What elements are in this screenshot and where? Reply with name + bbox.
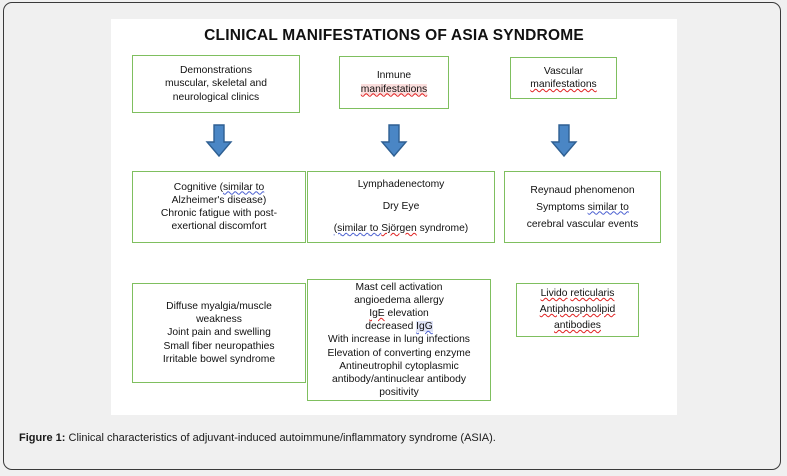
box-immune-line1: Inmune (376, 70, 412, 82)
arrow-immune-icon (380, 124, 408, 158)
box-vascular-detail-line1c: reticularis (570, 288, 615, 299)
page-title: CLINICAL MANIFESTATIONS OF ASIA SYNDROME (204, 27, 584, 44)
box-musculoskeletal-detail-line1: Diffuse myalgia/muscle (166, 300, 272, 312)
box-musculoskeletal-header: Demonstrations muscular, skeletal and ne… (132, 55, 300, 113)
box-musculoskeletal-detail-line5: Irritable bowel syndrome (162, 353, 276, 365)
diagram-panel: CLINICAL MANIFESTATIONS OF ASIA SYNDROME… (111, 19, 677, 415)
box-neurologic-line1b: similar to (223, 181, 265, 193)
box-musculoskeletal-details: Diffuse myalgia/muscle weakness Joint pa… (132, 283, 306, 383)
box-vascular-header: Vascular manifestations (510, 57, 617, 99)
box-lymphatic-line3b: Sjörgen (381, 223, 417, 234)
box-lymphatic-line3c: syndrome) (416, 223, 469, 234)
box-musculoskeletal-line3: neurological clinics (172, 91, 260, 103)
box-lymphatic-line3a: (similar to (333, 223, 382, 234)
figure-caption: Figure 1: Clinical characteristics of ad… (19, 431, 759, 445)
box-lymphatic-manifestations: Lymphadenectomy Dry Eye (similar to Sjör… (307, 171, 495, 243)
box-reynaud-manifestations: Reynaud phenomenon Symptoms similar to c… (504, 171, 661, 243)
box-immune-detail-line2: angioedema allergy (354, 294, 444, 306)
box-lymphatic-line1: Lymphadenectomy (357, 179, 445, 190)
box-neurologic-line4: exertional discomfort (171, 221, 267, 233)
box-vascular-details: Livido reticularis Antiphospholipid anti… (516, 283, 639, 337)
box-immune-detail-line9: positivity (379, 387, 419, 399)
box-immune-detail-line4a: decreased (365, 321, 417, 333)
box-musculoskeletal-line1: Demonstrations (179, 65, 253, 77)
box-immune-line2: manifestations (360, 83, 428, 95)
box-reynaud-line2a: Symptoms (536, 201, 588, 213)
box-neurologic-line1a: Cognitive ( (173, 181, 223, 193)
box-immune-detail-line3a: IgE (369, 307, 385, 319)
box-lymphatic-line2: Dry Eye (382, 201, 420, 212)
figure-card: CLINICAL MANIFESTATIONS OF ASIA SYNDROME… (3, 2, 781, 470)
figure-caption-label: Figure 1: (19, 432, 66, 444)
box-vascular-detail-line3: antibodies (554, 320, 601, 331)
box-neurologic-line2: Alzheimer's disease) (171, 194, 267, 206)
box-immune-detail-line8: antibody/antinuclear antibody (332, 374, 466, 385)
box-immune-detail-line4b: IgG (416, 321, 433, 333)
box-immune-detail-line6: Elevation of converting enzyme (327, 347, 471, 359)
box-neurologic-manifestations: Cognitive (similar to Alzheimer's diseas… (132, 171, 306, 243)
box-immune-header: Inmune manifestations (339, 56, 449, 109)
box-musculoskeletal-detail-line3: Joint pain and swelling (167, 327, 271, 339)
box-immune-detail-line3b: elevation (384, 307, 429, 319)
box-reynaud-line3: cerebral vascular events (526, 218, 639, 230)
arrow-musculoskeletal-icon (205, 124, 233, 158)
figure-caption-text: Clinical characteristics of adjuvant-ind… (65, 432, 496, 444)
box-musculoskeletal-line2: muscular, skeletal and (165, 78, 267, 90)
box-reynaud-line2b: similar to (587, 201, 629, 213)
box-vascular-detail-line2: Antiphospholipid (539, 304, 616, 315)
box-immune-details: Mast cell activation angioedema allergy … (307, 279, 491, 401)
box-immune-detail-line7: Antineutrophil cytoplasmic (339, 360, 459, 372)
box-musculoskeletal-detail-line2: weakness (196, 314, 242, 326)
box-vascular-line1: Vascular (543, 65, 584, 77)
box-vascular-line2: manifestations (530, 79, 597, 90)
arrow-vascular-icon (550, 124, 578, 158)
box-reynaud-line1: Reynaud phenomenon (530, 184, 635, 196)
box-musculoskeletal-detail-line4: Small fiber neuropathies (163, 340, 275, 352)
box-immune-detail-line1: Mast cell activation (355, 281, 443, 293)
box-vascular-detail-line1a: Livido (540, 288, 568, 299)
box-neurologic-line3: Chronic fatigue with post- (160, 208, 278, 219)
box-immune-detail-line5: With increase in lung infections (328, 334, 470, 346)
